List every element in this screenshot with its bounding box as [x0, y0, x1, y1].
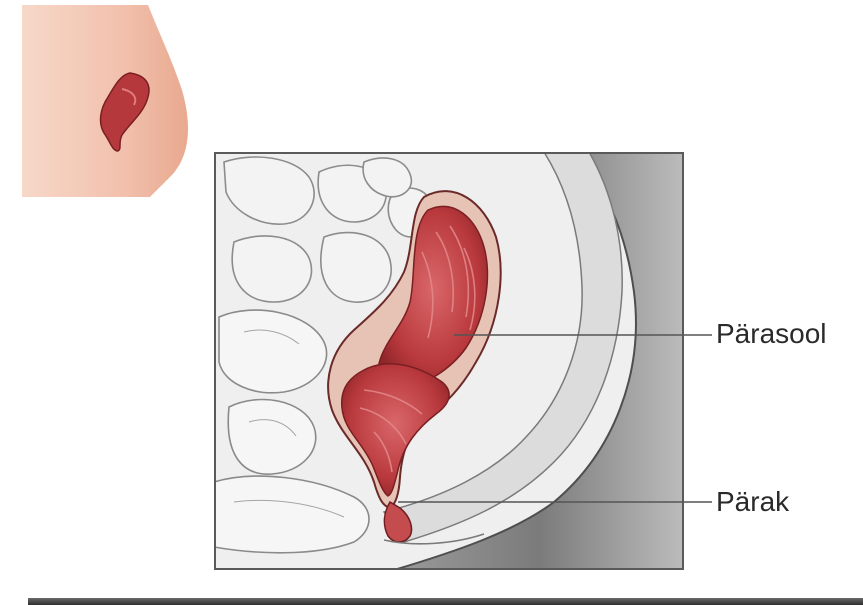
anus-label: Pärak — [716, 488, 789, 516]
rectum-cross-section — [214, 152, 686, 572]
bottom-bar — [28, 598, 863, 605]
torso-silhouette-icon — [22, 5, 194, 197]
rectum-label: Pärasool — [716, 320, 827, 348]
leader-extensions — [684, 330, 714, 510]
